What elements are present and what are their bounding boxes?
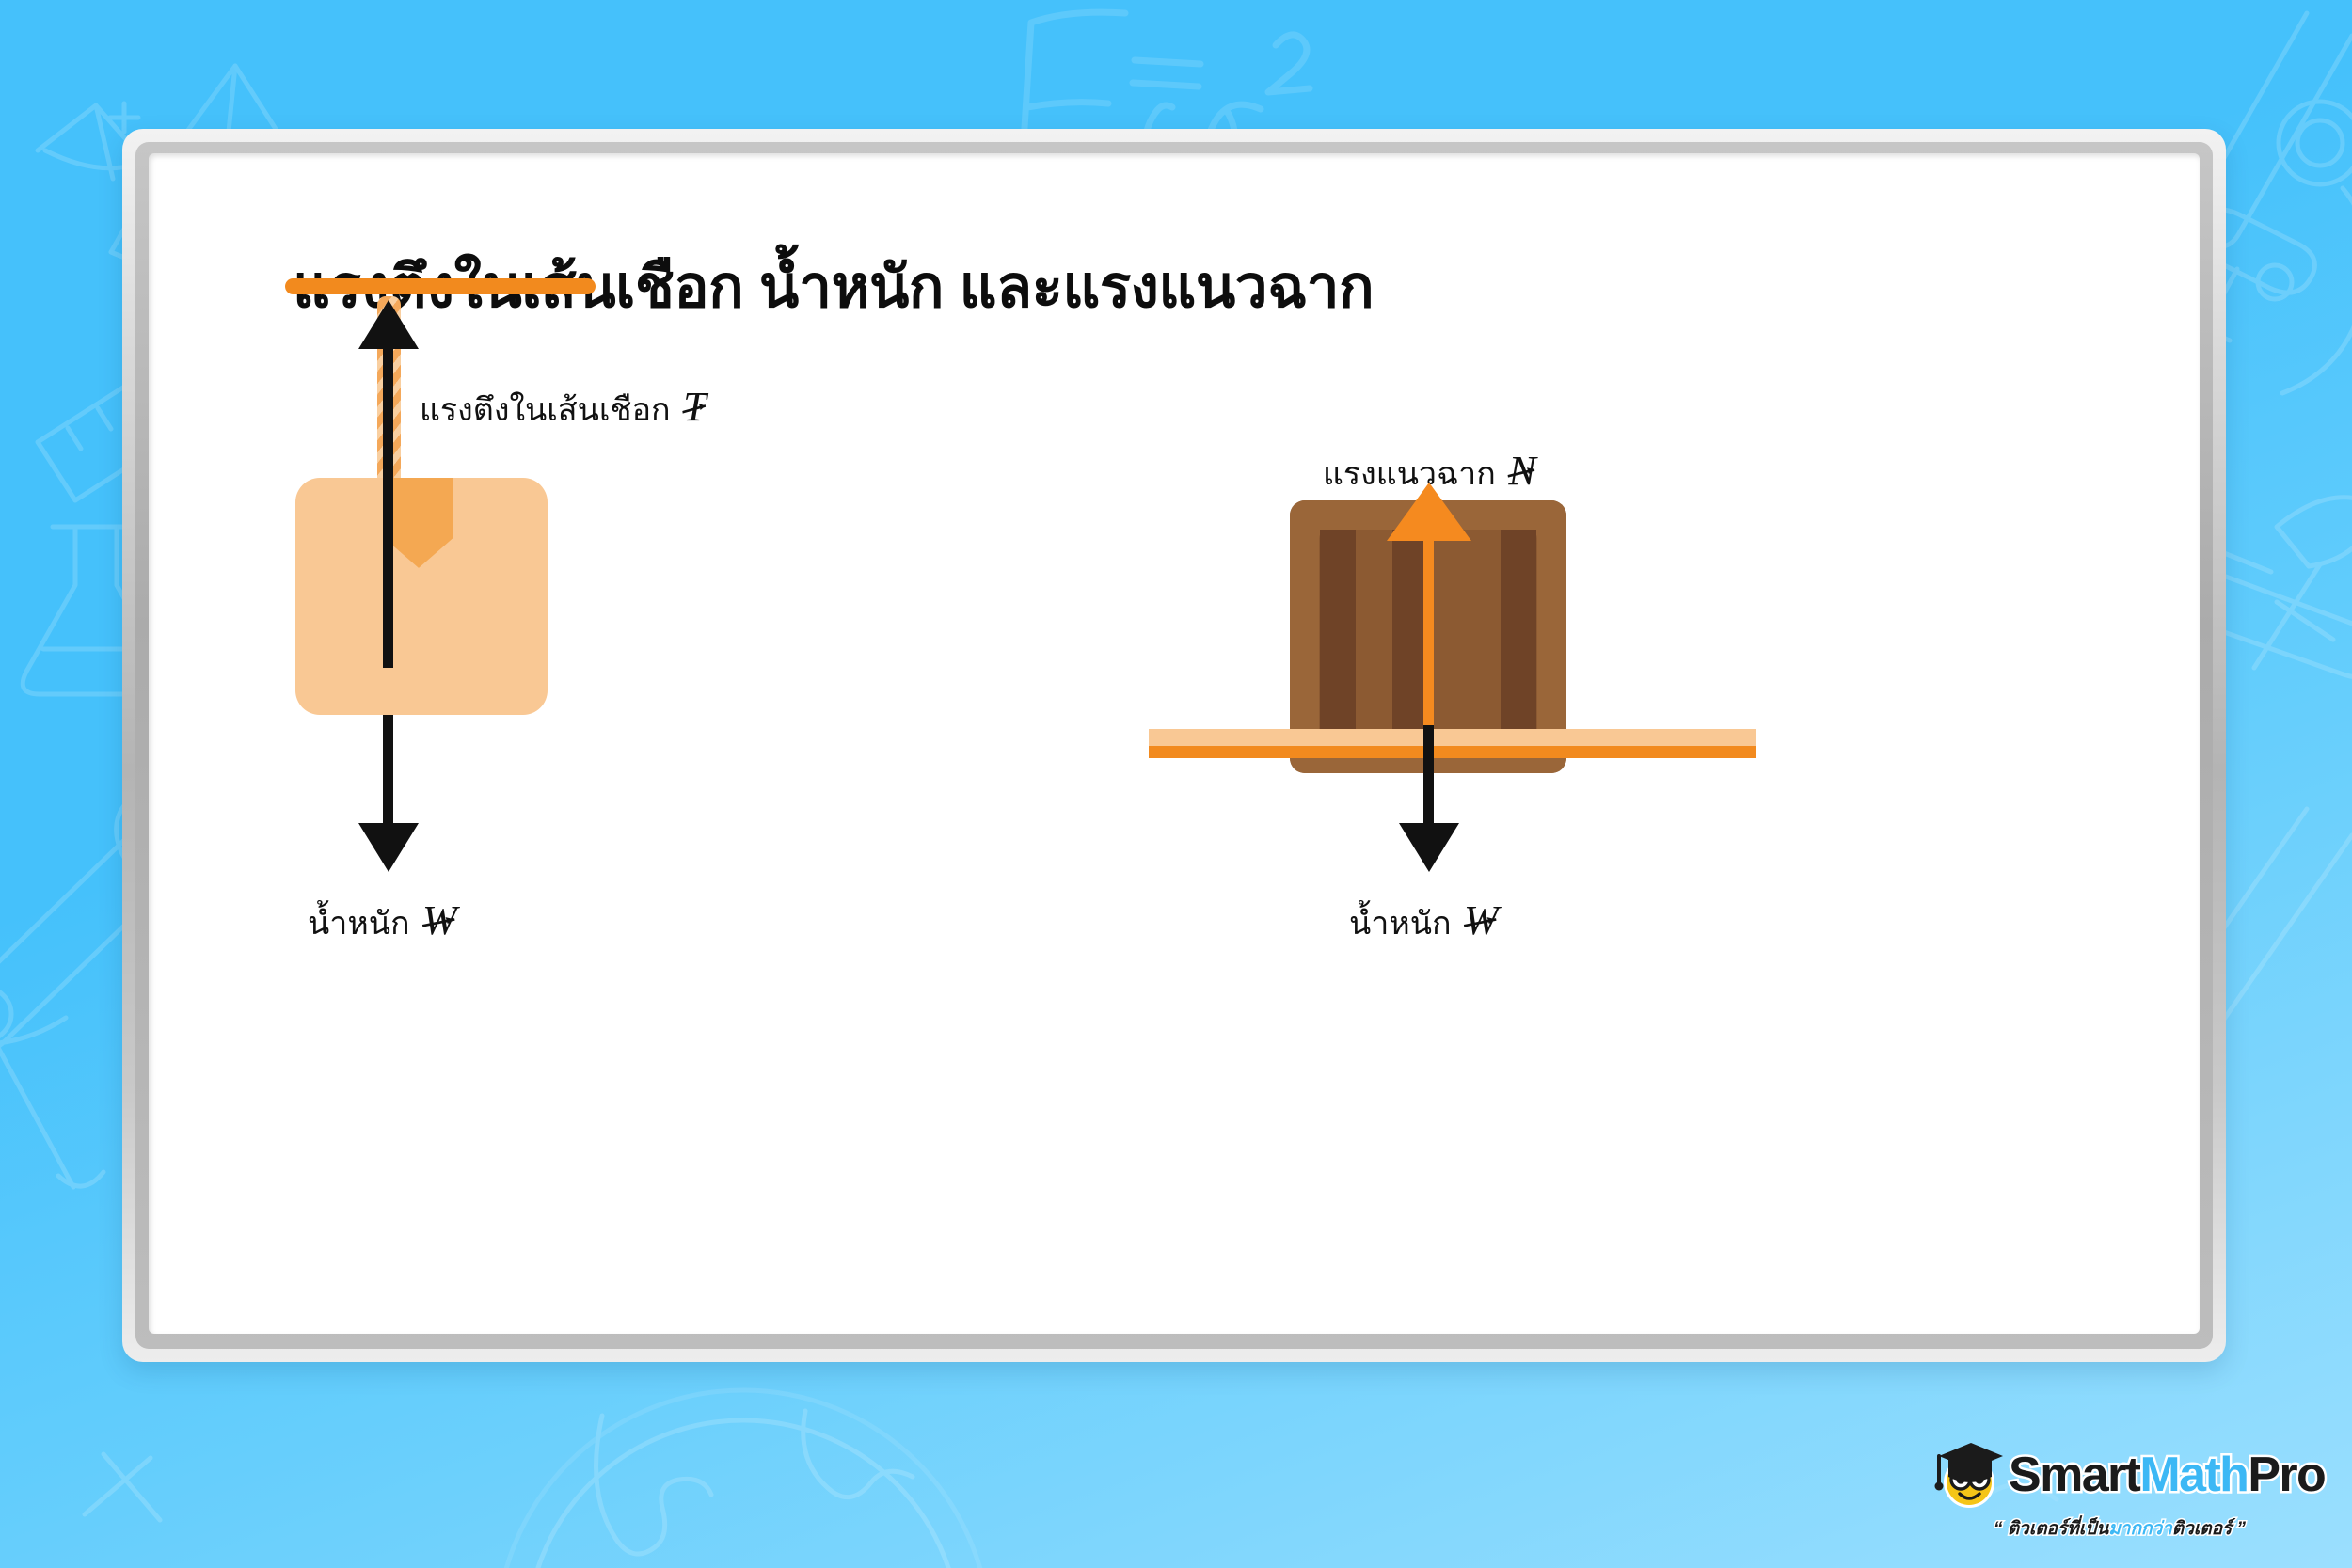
weight-label-text-left: น้ำหนัก: [308, 906, 410, 942]
weight-label-text-right: น้ำหนัก: [1349, 906, 1452, 942]
ground-surface: [1149, 729, 1756, 758]
logo-word-pro: Pro: [2246, 1448, 2328, 1502]
whiteboard-surface: แรงตึงในเส้นเชือก น้ำหนัก และแรงแนวฉาก แ…: [149, 153, 2200, 1334]
vector-arrow-overline: [421, 894, 461, 927]
vector-arrow-overline: [681, 380, 709, 414]
vector-arrow-overline: [1506, 444, 1539, 478]
tension-arrow-head: [358, 300, 419, 349]
logo-wordmark: SmartMathPro: [2006, 1448, 2328, 1502]
tension-label-text: แรงตึงในเส้นเชือก: [420, 392, 671, 428]
graduate-smiley-icon: [1934, 1443, 2003, 1508]
tension-symbol: T: [679, 384, 709, 430]
tagline-part-b: มากกว่า: [2107, 1518, 2174, 1541]
ceiling-support-bar: [285, 278, 596, 294]
weight-symbol-right: W: [1460, 897, 1502, 943]
tagline-part-c: ติวเตอร์: [2170, 1518, 2233, 1541]
logo-word-math: Math: [2137, 1448, 2252, 1502]
box-tape-ribbon: [385, 478, 453, 581]
normal-force-arrow-shaft: [1423, 539, 1434, 744]
weight-label-left: น้ำหนัก W: [308, 896, 461, 948]
crate-plank-mid-left: [1392, 529, 1425, 745]
crate-plank-left: [1320, 529, 1357, 745]
crate-plank-right: [1500, 529, 1536, 745]
logo-row: SmartMathPro: [1922, 1437, 2328, 1513]
logo-tagline: “ ติวเตอร์ที่เป็นมากกว่าติวเตอร์ ”: [1922, 1514, 2317, 1543]
weight-arrow-shaft-right: [1423, 725, 1434, 829]
ground-edge-stripe: [1149, 746, 1756, 758]
whiteboard-frame: แรงตึงในเส้นเชือก น้ำหนัก และแรงแนวฉาก แ…: [122, 129, 2226, 1362]
logo-word-smart: Smart: [2006, 1448, 2143, 1502]
normal-force-symbol: N: [1504, 448, 1539, 494]
tagline-quote-open: “: [1993, 1518, 2004, 1541]
weight-symbol-left: W: [419, 897, 461, 943]
normal-force-arrow-head: [1387, 483, 1471, 541]
tension-label: แรงตึงในเส้นเชือก T: [420, 383, 710, 435]
weight-label-right: น้ำหนัก W: [1349, 896, 1502, 948]
tagline-part-a: ติวเตอร์ที่เป็น: [2006, 1518, 2110, 1541]
weight-arrow-shaft-left: [383, 715, 393, 828]
tension-arrow-shaft: [383, 348, 393, 668]
tagline-quote-close: ”: [2235, 1518, 2247, 1541]
weight-arrow-head-right: [1399, 823, 1459, 872]
brand-logo[interactable]: SmartMathPro “ ติวเตอร์ที่เป็นมากกว่าติว…: [1922, 1437, 2328, 1543]
hanging-box: [295, 478, 548, 715]
vector-arrow-overline: [1462, 894, 1502, 927]
weight-arrow-head-left: [358, 823, 419, 872]
